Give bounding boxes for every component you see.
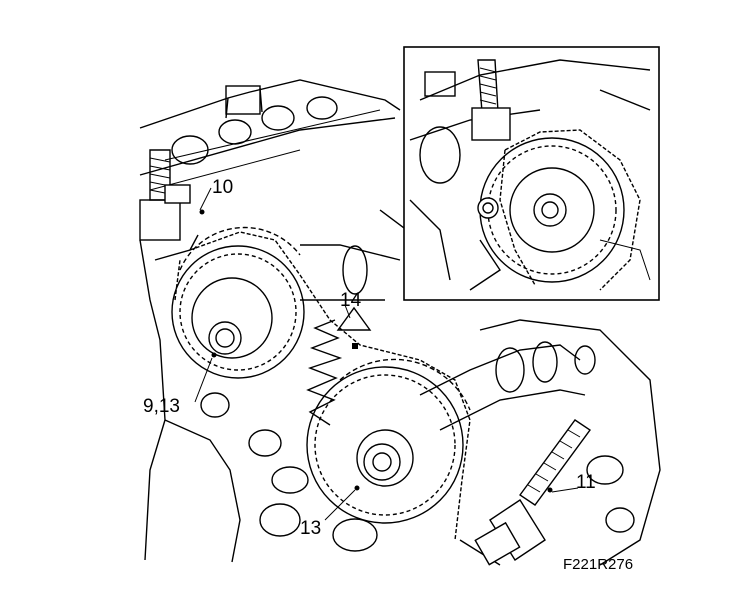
figure-code: F221R276 xyxy=(563,556,633,573)
guide-mark-triangle xyxy=(336,306,372,349)
label-intake-bolt: 9,13 xyxy=(143,396,180,417)
intake-sprocket-bolt xyxy=(208,321,242,355)
marker-dot xyxy=(199,209,205,215)
label-exhaust-bolt: 13 xyxy=(300,518,321,539)
exhaust-sprocket-bolt xyxy=(356,429,414,487)
leader-lines xyxy=(194,187,579,521)
engine-block-outline xyxy=(139,79,661,566)
marker-dot xyxy=(211,352,217,358)
label-tensioner-upper: 10 xyxy=(212,177,233,198)
detail-inset xyxy=(403,46,660,301)
lower-chain-tensioner xyxy=(474,419,591,566)
label-tensioner-lower: 11 xyxy=(576,472,596,493)
timing-chain xyxy=(174,231,471,541)
intake-camshaft-sprocket xyxy=(171,226,305,379)
exhaust-camshaft-sprocket xyxy=(306,358,471,524)
marker-dot xyxy=(354,485,360,491)
upper-chain-tensioner xyxy=(139,149,191,241)
label-guide-mark: 14 xyxy=(340,290,362,311)
marker-dot xyxy=(547,487,553,493)
